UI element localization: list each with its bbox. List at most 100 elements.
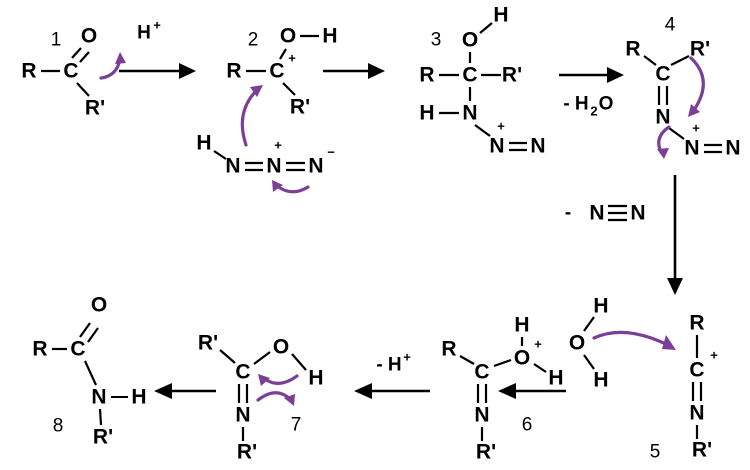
bond-N1-N2-s4 bbox=[668, 127, 685, 140]
curly-arrow-head-dinitrogen-loss bbox=[657, 148, 669, 159]
label-water-loss: - H bbox=[563, 94, 588, 115]
atom-N-s5: N bbox=[689, 402, 704, 425]
atom-Rprime-s5: R' bbox=[692, 439, 712, 462]
arrow-2-to-3-head bbox=[368, 63, 385, 79]
curly-arrow-head-water-attack bbox=[662, 335, 676, 350]
atom-C-s5: C bbox=[689, 359, 704, 382]
structure-6-protonated-imidate: H R O + H C N R' 6 bbox=[441, 314, 563, 464]
bond-Rprime-C-s7 bbox=[219, 349, 236, 364]
bond-C-O-s6 bbox=[493, 358, 512, 368]
structure-label-2: 2 bbox=[248, 30, 259, 51]
atom-Rprime-s1: R' bbox=[85, 97, 105, 120]
atom-H-s8: H bbox=[131, 386, 146, 409]
atom-N2-s3: N bbox=[489, 135, 504, 158]
atom-C-s2: C bbox=[269, 60, 284, 83]
charge-plus-s4: + bbox=[692, 121, 700, 136]
atom-Rprime-s4: R' bbox=[690, 38, 710, 61]
arrow-4-to-5-head bbox=[667, 278, 683, 295]
atom-O-s7: O bbox=[273, 336, 289, 359]
atom-C-s4: C bbox=[655, 63, 670, 86]
curly-arrow-head-alkyl-migration bbox=[688, 104, 700, 117]
atom-N1-hn3: N bbox=[225, 155, 240, 178]
arrow-7-to-8 bbox=[154, 383, 216, 399]
structure-label-1: 1 bbox=[51, 30, 62, 51]
bond-C-N-s8 bbox=[84, 360, 97, 386]
atom-O-s1: O bbox=[81, 25, 97, 48]
label-dinitrogen-N2: N bbox=[630, 202, 645, 225]
charge-minus-hn3: − bbox=[327, 145, 335, 160]
atom-N2-hn3: N bbox=[266, 155, 281, 178]
atom-O-s2: O bbox=[280, 25, 296, 48]
atom-C-s1: C bbox=[63, 60, 78, 83]
structure-label-8: 8 bbox=[53, 416, 64, 437]
arrow-6-to-7-head bbox=[354, 383, 372, 399]
atom-H-hn3: H bbox=[196, 132, 211, 155]
atom-H-s2: H bbox=[322, 25, 337, 48]
curly-arrow-head-terminal-nitrogen bbox=[272, 180, 283, 192]
atom-N3-hn3: N bbox=[308, 155, 323, 178]
bond-N-Rprime-s8 bbox=[98, 408, 103, 426]
atom-N2-s4: N bbox=[684, 137, 699, 160]
curly-arrow-azide-to-carbocation bbox=[240, 88, 259, 147]
atom-C-s7: C bbox=[235, 361, 250, 384]
atom-H-s7: H bbox=[308, 367, 323, 390]
arrow-5-to-6 bbox=[498, 383, 566, 399]
atom-H2-water: H bbox=[593, 369, 608, 392]
charge-plus-s2: + bbox=[288, 51, 296, 66]
atom-O-water: O bbox=[569, 332, 585, 355]
arrow-3-to-4-head bbox=[607, 67, 624, 83]
bond-C-O-s7 bbox=[253, 351, 271, 365]
atom-H1-water: H bbox=[593, 295, 608, 318]
structure-label-4: 4 bbox=[665, 15, 676, 36]
label-proton-loss-charge: + bbox=[403, 350, 411, 365]
bond-C-O-s8-a bbox=[79, 322, 91, 338]
reagent-proton: H bbox=[137, 23, 151, 44]
structure-7-imidic-acid: R' C O H N R' 7 bbox=[198, 332, 324, 464]
atom-N-s7: N bbox=[235, 404, 250, 427]
bond-C-O-s2 bbox=[279, 48, 287, 60]
bond-O-H1-water bbox=[583, 316, 595, 332]
atom-Rprime-s6: R' bbox=[476, 441, 496, 464]
arrow-1-to-2-head bbox=[179, 63, 196, 79]
atom-Rprime-s2: R' bbox=[290, 96, 310, 119]
atom-Rprime-top-s7: R' bbox=[198, 332, 218, 355]
structure-3-adduct: 3 O H R C R' H N N + N bbox=[419, 4, 545, 158]
bond-C-O-s8-b bbox=[87, 327, 99, 343]
arrow-5-to-6-head bbox=[498, 383, 516, 399]
atom-N3-s4: N bbox=[725, 137, 740, 160]
atom-R-s6: R bbox=[441, 338, 456, 361]
atom-N1-s4: N bbox=[655, 106, 670, 129]
structure-label-6: 6 bbox=[522, 415, 533, 436]
arrow-6-to-7: - H + bbox=[354, 350, 430, 399]
label-proton-loss: - H bbox=[376, 355, 401, 376]
bond-C-Rprime-s2 bbox=[282, 82, 296, 96]
atom-Rprime-bottom-s7: R' bbox=[237, 441, 257, 464]
reagent-proton-charge: + bbox=[153, 18, 161, 33]
atom-R-s5: R bbox=[689, 312, 704, 335]
curly-arrow-alkyl-migration bbox=[689, 56, 705, 112]
atom-R-s4: R bbox=[625, 38, 640, 61]
curly-arrow-head-azide-to-carbocation bbox=[250, 85, 263, 97]
atom-C-s3: C bbox=[462, 64, 477, 87]
atom-Rprime-s3: R' bbox=[502, 64, 522, 87]
structure-4-diazonium-imine: 4 R R' C N N + N bbox=[625, 15, 740, 160]
label-dinitrogen-N1: N bbox=[589, 202, 604, 225]
structure-2-oxocarbenium: 2 O H R C + R' bbox=[226, 25, 338, 147]
bond-C-Rprime-s1 bbox=[76, 82, 90, 97]
bond-C-Rprime-s4 bbox=[670, 55, 690, 66]
structure-label-3: 3 bbox=[431, 30, 442, 51]
atom-R-s1: R bbox=[21, 60, 36, 83]
arrow-1-to-2 bbox=[119, 63, 196, 79]
bond-O-H-s7 bbox=[291, 353, 307, 371]
curly-arrow-head-O-to-proton bbox=[115, 52, 126, 64]
atom-H-top-s6: H bbox=[514, 314, 529, 337]
bond-N1-N2-s3 bbox=[474, 124, 491, 137]
atom-R-s2: R bbox=[226, 60, 241, 83]
reagent-water: H O H bbox=[569, 295, 676, 392]
arrow-2-to-3 bbox=[323, 63, 385, 79]
charge-plus-s5: + bbox=[710, 348, 718, 363]
charge-plus-s6: + bbox=[534, 337, 542, 352]
atom-N-s8: N bbox=[91, 386, 106, 409]
atom-N3-s3: N bbox=[530, 135, 545, 158]
